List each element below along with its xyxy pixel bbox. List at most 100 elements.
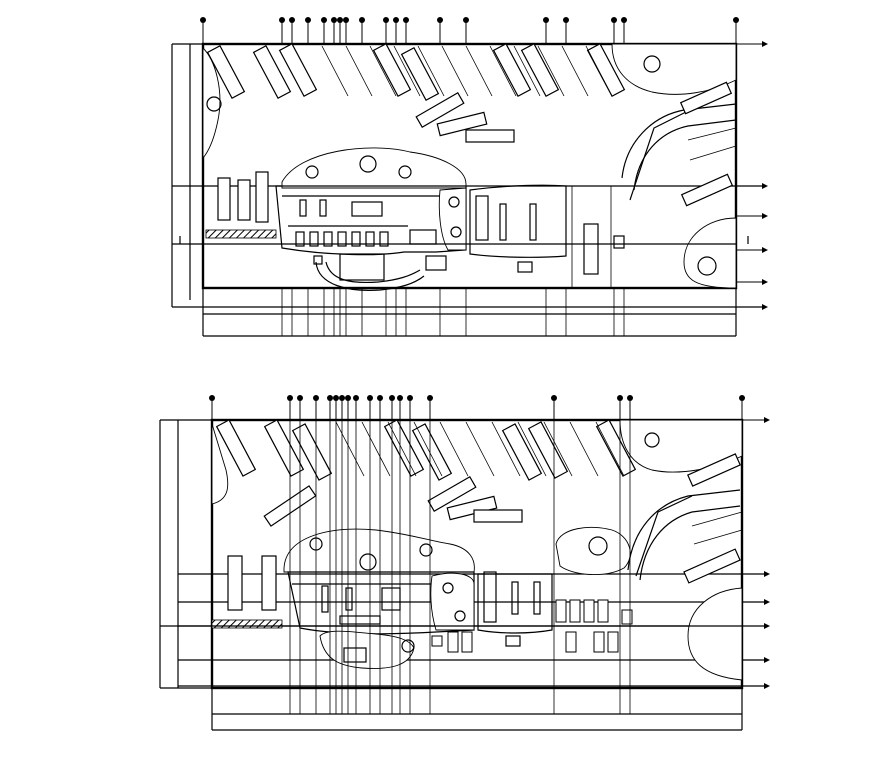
grid-column-marker	[621, 17, 627, 23]
planting-bed-top-left	[202, 43, 737, 289]
grid-column-marker	[543, 17, 549, 23]
parking-stall	[252, 44, 292, 100]
stall-divider	[393, 45, 421, 97]
grid-row-marker	[764, 599, 770, 605]
parking-stall	[206, 44, 246, 100]
grid-column-marker	[393, 17, 399, 23]
parking-stall	[473, 509, 523, 523]
parking-stall	[400, 46, 440, 102]
grid-row-marker	[762, 247, 768, 253]
grid-column-marker	[427, 395, 433, 401]
parking-stalls-angled	[206, 42, 626, 143]
grid-row-marker	[764, 657, 770, 663]
parking-stall	[436, 111, 488, 137]
grid-column-marker	[551, 395, 557, 401]
stall-divider	[321, 45, 349, 97]
entrance-road	[160, 619, 742, 629]
grid-column-marker	[343, 17, 349, 23]
right-parking-cluster	[627, 453, 743, 584]
parking-stall	[520, 42, 560, 98]
grid-column-marker	[389, 395, 395, 401]
parking-stall	[595, 419, 637, 477]
grid-column-marker	[611, 17, 617, 23]
stall-divider	[345, 45, 373, 97]
stall-divider	[491, 421, 521, 477]
stall-divider	[517, 421, 547, 477]
entrance-road	[172, 223, 749, 275]
site-plan-lower	[159, 418, 764, 731]
grid-row-marker	[764, 623, 770, 629]
grid-column-marker	[403, 17, 409, 23]
stall-divider	[543, 421, 573, 477]
grid-row-marker	[762, 213, 768, 219]
right-parking-cluster	[621, 81, 737, 207]
grid-column-marker	[563, 17, 569, 23]
parking-stall	[415, 91, 465, 129]
grid-row-marker	[762, 304, 768, 310]
parking-stall	[465, 129, 515, 143]
stall-divider	[361, 421, 391, 477]
grid-column-marker	[359, 17, 365, 23]
stall-divider	[413, 421, 443, 477]
grid-column-marker	[345, 395, 351, 401]
grid-column-marker	[407, 395, 413, 401]
planting-bed-lower	[211, 419, 743, 681]
parking-stall	[427, 475, 477, 513]
grid-column-marker	[200, 17, 206, 23]
grid-row-marker	[764, 571, 770, 577]
stall-divider	[585, 45, 613, 97]
grid-column-marker	[313, 395, 319, 401]
stall-divider	[441, 45, 469, 97]
grid-column-marker	[367, 395, 373, 401]
parking-stall	[291, 423, 333, 481]
parking-stall	[492, 42, 532, 98]
grid-column-marker	[289, 17, 295, 23]
grid-column-marker	[339, 395, 345, 401]
grid-row-marker	[762, 279, 768, 285]
grid-column-marker	[321, 17, 327, 23]
stall-divider	[417, 45, 445, 97]
parking-stalls-angled	[215, 419, 637, 523]
parking-lot-right-divider	[571, 186, 612, 288]
parking-stall	[372, 42, 412, 98]
grid-column-marker	[627, 395, 633, 401]
grid-column-marker	[733, 17, 739, 23]
grid-column-marker	[209, 395, 215, 401]
car-spots	[431, 599, 633, 653]
grid-column-marker	[377, 395, 383, 401]
stall-divider	[537, 45, 565, 97]
grid-row-marker	[762, 41, 768, 47]
grid-column-marker	[333, 395, 339, 401]
stall-divider	[561, 45, 589, 97]
grid-column-marker	[617, 395, 623, 401]
parking-stall	[278, 42, 318, 98]
stall-divider	[465, 421, 495, 477]
grid-column-marker	[327, 395, 333, 401]
central-building	[275, 147, 567, 291]
grid-row-marker	[764, 683, 770, 689]
grid-column-marker	[337, 17, 343, 23]
stall-divider	[369, 45, 397, 97]
stall-divider	[387, 421, 417, 477]
site-plan-upper	[171, 42, 764, 337]
stall-divider	[595, 421, 625, 477]
grid-column-marker	[383, 17, 389, 23]
grid-axes-upper	[200, 17, 768, 336]
grid-column-marker	[739, 395, 745, 401]
parking-stall	[501, 423, 543, 481]
stall-divider	[439, 421, 469, 477]
grid-column-marker	[463, 17, 469, 23]
stall-divider	[569, 421, 599, 477]
grid-axes-lower	[209, 395, 770, 714]
grid-column-marker	[397, 395, 403, 401]
grid-row-marker	[764, 417, 770, 423]
stall-divider	[513, 45, 541, 97]
grid-column-marker	[305, 17, 311, 23]
grid-column-marker	[331, 17, 337, 23]
grid-column-marker	[353, 395, 359, 401]
stall-divider	[335, 421, 365, 477]
grid-column-marker	[437, 17, 443, 23]
parking-stall	[215, 419, 257, 477]
